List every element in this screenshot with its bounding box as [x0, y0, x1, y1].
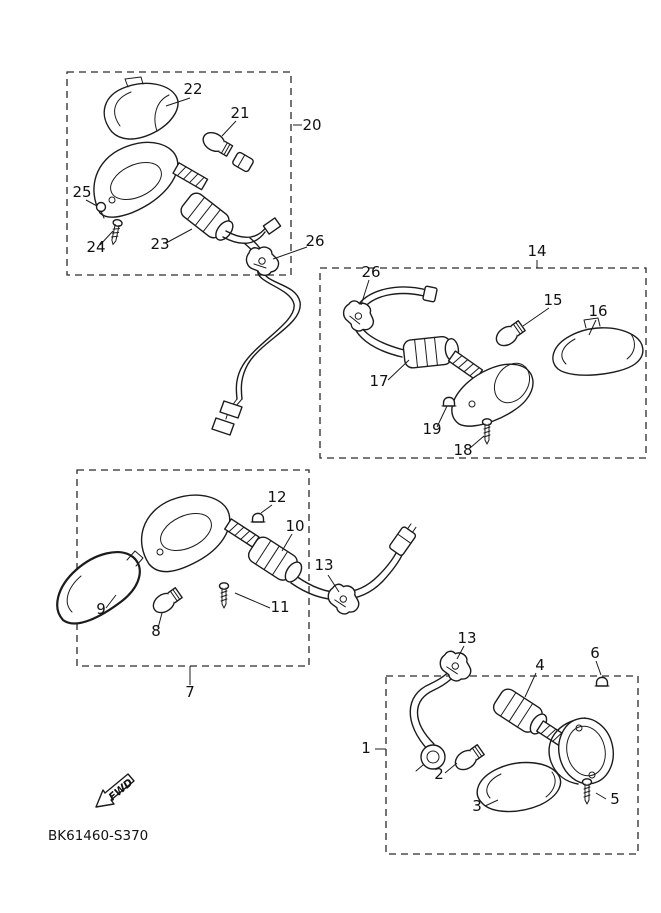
spade-terminal: [219, 400, 243, 419]
callout-4: 4: [535, 656, 545, 674]
bulb-15: [492, 318, 528, 351]
plug-connector: [389, 523, 417, 556]
threaded-stem: [172, 162, 209, 191]
screw-11: [218, 582, 230, 609]
callout-15: 15: [543, 291, 562, 309]
bulb-holder-collar: [232, 151, 254, 173]
clamp-13-a: [323, 580, 364, 618]
callout-24: 24: [86, 238, 105, 256]
diagram-part-code: BK61460-S370: [48, 828, 148, 844]
callout-13-b: 13: [457, 629, 476, 647]
round-connector: [420, 744, 446, 770]
group-box-20: [66, 71, 292, 276]
fwd-arrow: FWD: [95, 773, 136, 808]
callout-25: 25: [72, 183, 91, 201]
nut-12: [250, 512, 266, 523]
body-housing: [140, 494, 260, 573]
nut-6: [594, 676, 610, 687]
callout-8: 8: [151, 622, 161, 640]
wire-end-connector: [422, 285, 438, 303]
callout-labels: 22 21 20 25 24 23 26 26 14 15 16 17 19 1…: [72, 80, 619, 815]
group-box-1: [385, 675, 639, 855]
rivet-25: [95, 201, 107, 219]
callout-22: 22: [183, 80, 202, 98]
lens-16: [552, 317, 644, 376]
clamp-13-b: [435, 647, 476, 685]
screw-24: [107, 218, 124, 247]
bulb-21: [199, 128, 235, 160]
wire-end-connector: [262, 217, 282, 235]
callout-6: 6: [590, 644, 600, 662]
bulb-2: [451, 742, 487, 775]
callout-2: 2: [434, 765, 444, 783]
threaded-stem: [224, 518, 260, 548]
callout-13-a: 13: [314, 556, 333, 574]
callout-12: 12: [267, 488, 286, 506]
callout-10: 10: [285, 517, 304, 535]
callout-9: 9: [96, 600, 106, 618]
assembly-right: [401, 317, 644, 445]
assembly-lower-left: [56, 494, 308, 625]
callout-26-b: 26: [361, 263, 380, 281]
screw-18: [481, 418, 493, 445]
body-housing: [548, 717, 614, 785]
callout-16: 16: [588, 302, 607, 320]
callout-11: 11: [270, 598, 289, 616]
callout-26-a: 26: [305, 232, 324, 250]
callout-14: 14: [527, 242, 546, 260]
wire-loop-right-assembly: [352, 285, 438, 358]
assembly-bottom-right: [451, 676, 614, 813]
screw-5: [581, 778, 593, 805]
callout-19: 19: [422, 420, 441, 438]
callout-20: 20: [302, 116, 321, 134]
callout-18: 18: [453, 441, 472, 459]
body-housing: [93, 141, 209, 218]
body-housing: [451, 362, 534, 427]
nut-19: [441, 396, 457, 407]
leader-lines: [85, 97, 607, 807]
callout-1: 1: [361, 739, 371, 757]
lens-22: [103, 76, 179, 140]
bulb-8: [149, 585, 185, 618]
wire-lead-lower-left-assembly: [290, 523, 417, 601]
callout-21: 21: [230, 104, 249, 122]
clamp-26-b: [338, 297, 380, 336]
callout-3: 3: [472, 797, 482, 815]
lens-9: [56, 550, 144, 625]
callout-17: 17: [369, 372, 388, 390]
lens-3: [476, 761, 562, 813]
group-box-14: [319, 267, 647, 459]
socket-23: [177, 189, 239, 247]
callout-7: 7: [185, 683, 195, 701]
callout-23: 23: [150, 235, 169, 253]
spade-terminal: [211, 417, 235, 436]
callout-5: 5: [610, 790, 620, 808]
assembly-top-left: [93, 76, 282, 247]
clamp-26-a: [245, 246, 280, 276]
